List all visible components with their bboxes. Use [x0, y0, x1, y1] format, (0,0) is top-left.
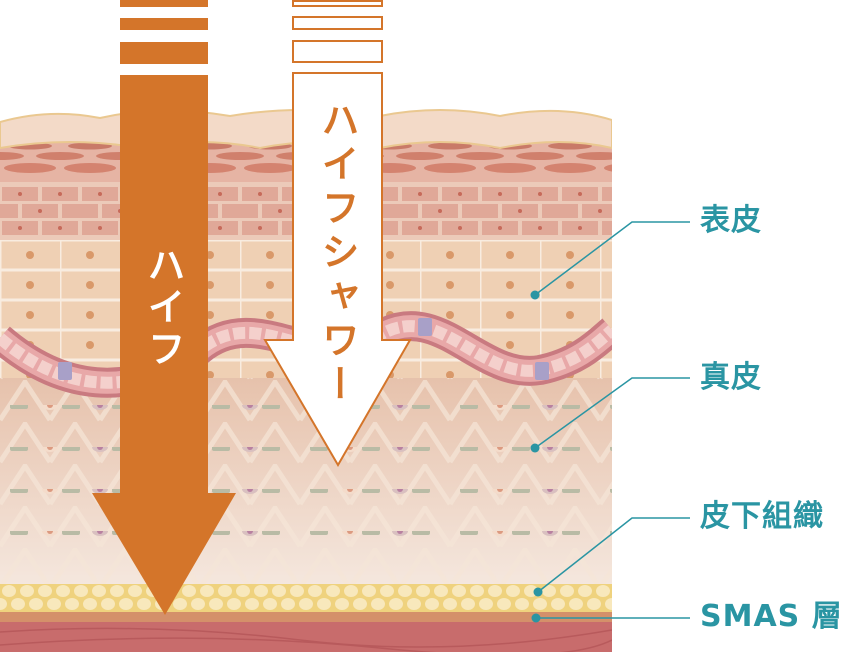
smas-marker	[531, 613, 541, 623]
fat-layer	[0, 584, 612, 612]
hifu-arrow	[92, 0, 236, 615]
label-smas-layer: SMAS 層	[700, 599, 843, 634]
epidermis-marker	[530, 290, 540, 300]
label-subcutaneous-tissue: 皮下組織	[700, 499, 824, 534]
smas-layer	[0, 612, 612, 622]
label-epidermis: 表皮	[700, 203, 762, 238]
label-dermis: 真皮	[700, 360, 762, 395]
dermis-marker	[530, 443, 540, 453]
leader-lines	[534, 221, 690, 619]
hifu-shower-arrow-label: ハイフシャワー	[315, 100, 359, 408]
muscle-layer	[0, 622, 612, 652]
hifu-arrow-label: ハイフ	[141, 245, 185, 371]
hifu-shower-arrow	[263, 0, 412, 467]
subcutis-marker	[533, 587, 543, 597]
